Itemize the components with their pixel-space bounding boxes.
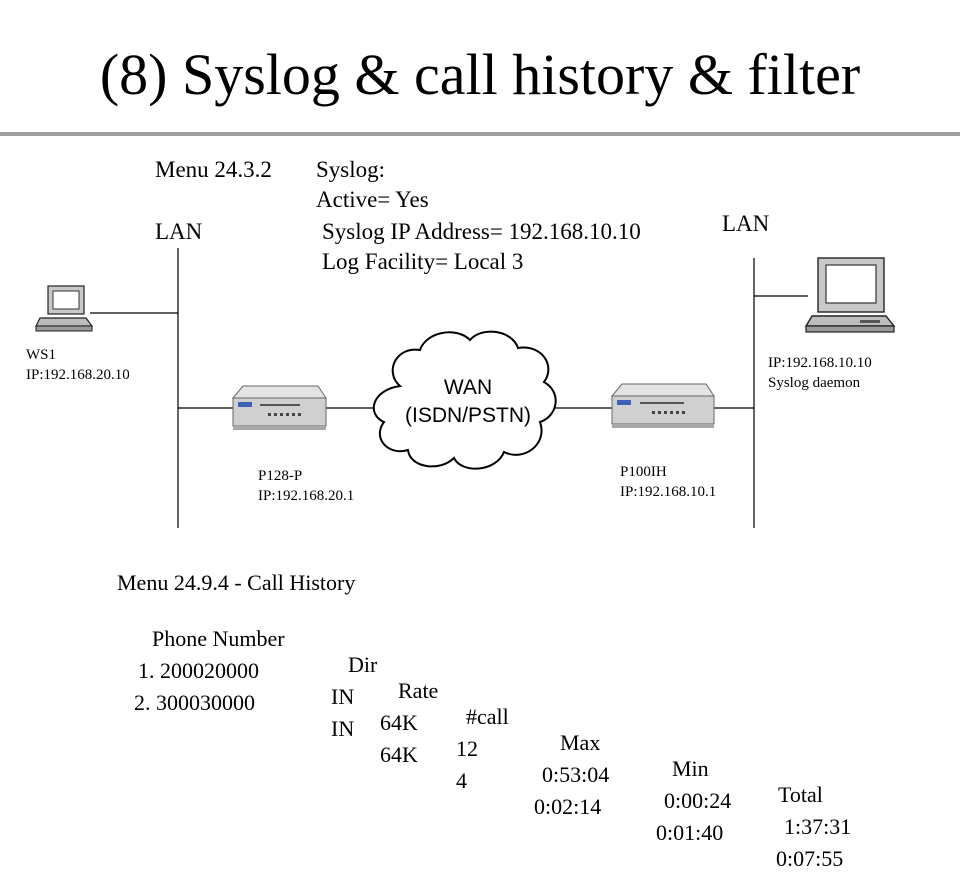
table-row: 2. 300030000 IN 64K 4 0:02:14 0:01:40 0:… <box>134 664 843 872</box>
router-right-name: P100IH <box>620 464 667 480</box>
router-left-name: P128-P <box>258 468 303 484</box>
slide-title: (8) Syslog & call history & filter <box>99 42 861 107</box>
lan-right-label: LAN <box>722 211 770 236</box>
row-rate: 64K <box>380 710 418 735</box>
syslog-host-label: Syslog daemon <box>768 375 861 391</box>
row-max: 0:02:14 <box>534 794 602 819</box>
wan-label: WAN <box>443 376 493 399</box>
syslog-log-facility: Log Facility= Local 3 <box>322 249 524 274</box>
row-rate: 64K <box>380 742 418 767</box>
row-call-count: 12 <box>456 736 478 761</box>
row-min: 0:00:24 <box>664 788 732 813</box>
network-diagram <box>0 132 960 528</box>
syslog-active: Active= Yes <box>316 187 429 212</box>
syslog-ip-address: Syslog IP Address= 192.168.10.10 <box>322 219 641 244</box>
header-call-count: #call <box>466 704 509 729</box>
header-max: Max <box>560 730 601 755</box>
row-total: 1:37:31 <box>784 814 852 839</box>
header-rate: Rate <box>398 678 439 703</box>
router-right-ip: IP:192.168.10.1 <box>620 484 717 500</box>
header-dir: Dir <box>348 652 378 677</box>
row-dir: IN <box>331 684 355 709</box>
header-total: Total <box>778 782 823 807</box>
wan-cloud-icon <box>372 330 557 470</box>
row-max: 0:53:04 <box>542 762 610 787</box>
syslog-heading: Syslog: <box>316 157 386 182</box>
ws1-name: WS1 <box>26 347 56 363</box>
router-right-icon <box>610 383 715 428</box>
header-min: Min <box>672 756 709 781</box>
router-left-icon <box>231 385 327 430</box>
header-phone-number: Phone Number <box>152 626 285 651</box>
row-total: 0:07:55 <box>776 846 844 871</box>
title-divider <box>0 132 960 136</box>
syslog-computer-icon <box>804 257 896 333</box>
row-phone-number: 2. 300030000 <box>134 690 255 715</box>
lan-left-label: LAN <box>155 219 203 244</box>
call-history-title: Menu 24.9.4 - Call History <box>117 570 356 595</box>
ws1-ip: IP:192.168.20.10 <box>26 367 130 383</box>
router-left-ip: IP:192.168.20.1 <box>258 488 355 504</box>
row-call-count: 4 <box>456 768 467 793</box>
syslog-menu-label: Menu 24.3.2 <box>155 157 272 182</box>
ws1-computer-icon <box>35 285 94 332</box>
wan-type-label: (ISDN/PSTN) <box>405 404 531 427</box>
syslog-host-ip: IP:192.168.10.10 <box>768 355 872 371</box>
row-phone-number: 1. 200020000 <box>138 658 259 683</box>
row-min: 0:01:40 <box>656 820 724 845</box>
